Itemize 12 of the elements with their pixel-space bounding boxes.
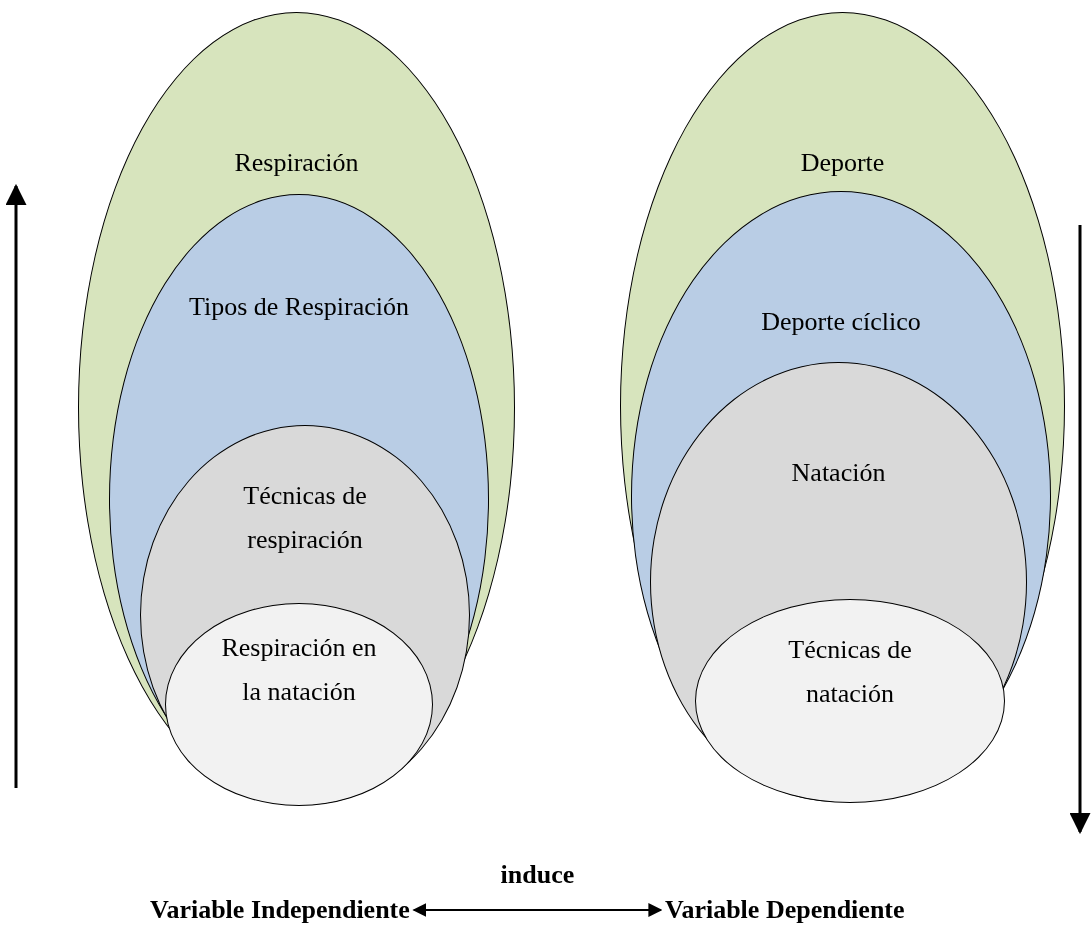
ellipse-label: Tipos de Respiración <box>187 291 410 323</box>
variable-label: Variable Dependiente <box>665 895 905 925</box>
ellipse-label: Respiración <box>233 147 360 179</box>
ellipse-label: Técnicas de respiración <box>242 480 368 556</box>
variable-label: Variable Independiente <box>150 895 410 925</box>
double-arrow <box>412 903 663 917</box>
edge-label: induce <box>500 860 575 890</box>
ellipse-label: Técnicas de natación <box>787 634 913 710</box>
ellipse-label: Respiración en la natación <box>220 632 378 708</box>
ellipse-label: Deporte <box>799 147 886 179</box>
ellipse-label: Natación <box>790 457 887 489</box>
ellipse-label: Deporte cíclico <box>760 306 922 338</box>
